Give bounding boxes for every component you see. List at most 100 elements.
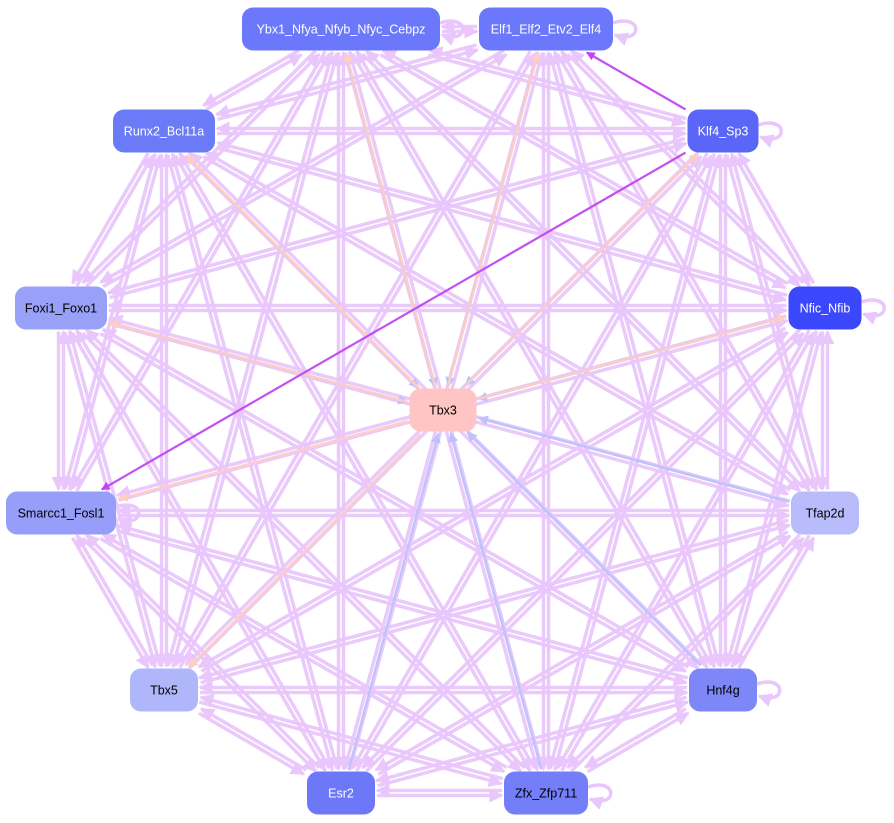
edge-f-k	[109, 139, 688, 300]
edge-k-n	[732, 154, 811, 287]
self-loop-z	[587, 783, 613, 810]
node-label: Foxi1_Foxo1	[25, 302, 97, 316]
node-r[interactable]: Runx2_Bcl11a	[113, 109, 215, 153]
node-label: Smarcc1_Fosl1	[18, 507, 105, 521]
edge-td-r	[204, 150, 792, 492]
edge-n-es	[361, 328, 802, 769]
node-h[interactable]: Hnf4g	[689, 668, 757, 712]
edge-r-n	[215, 145, 788, 304]
node-label: Tbx3	[429, 404, 457, 418]
node-t5[interactable]: Tbx5	[130, 668, 198, 712]
edge-h-n	[729, 330, 825, 668]
node-z[interactable]: Zfx_Zfp711	[504, 771, 588, 815]
node-n[interactable]: Nfic_Nfib	[788, 286, 862, 330]
node-label: Klf4_Sp3	[698, 125, 749, 139]
edge-es-s	[85, 533, 321, 769]
node-label: Esr2	[328, 787, 354, 801]
edge-y-r	[202, 48, 300, 107]
node-box	[242, 7, 440, 51]
node-s[interactable]: Smarcc1_Fosl1	[6, 491, 116, 535]
self-loop-s	[115, 503, 141, 530]
edge-t5-n	[200, 330, 789, 673]
self-loop-e	[612, 19, 638, 46]
node-box	[479, 7, 613, 51]
edge-e-r	[215, 43, 477, 118]
edge-td-z	[566, 533, 802, 769]
edge-n-k	[737, 152, 816, 285]
edge-n-t5	[197, 326, 787, 669]
edge-hub-f	[107, 319, 408, 404]
edge-h-td	[737, 536, 816, 669]
edge-h-s	[117, 522, 689, 680]
edge-r-e	[217, 46, 479, 121]
edge-y-h	[350, 52, 709, 669]
edge-t5-z	[198, 700, 503, 788]
edge-h-f	[101, 327, 690, 669]
edge-hub-r	[185, 154, 420, 389]
node-label: Runx2_Bcl11a	[124, 125, 204, 139]
node-td[interactable]: Tfap2d	[791, 491, 859, 535]
node-box	[504, 771, 588, 815]
edge-h-hub	[466, 431, 702, 667]
edge-td-es	[374, 530, 789, 772]
node-hub[interactable]: Tbx3	[409, 388, 477, 432]
edge-f-h	[99, 332, 687, 673]
edge-td-t5	[198, 518, 789, 682]
edge-es-t5	[200, 707, 308, 772]
node-k[interactable]: Klf4_Sp3	[687, 109, 759, 153]
edge-z-hub	[448, 432, 543, 770]
node-box	[307, 771, 375, 815]
node-box	[791, 491, 859, 535]
node-label: Tbx5	[150, 684, 178, 698]
edge-h-es	[374, 695, 687, 785]
edge-z-r	[178, 152, 537, 770]
edge-es-h	[377, 698, 690, 788]
edge-hub-y	[343, 51, 437, 388]
edge-k-f	[107, 136, 686, 297]
node-e[interactable]: Elf1_Elf2_Etv2_Elf4	[479, 7, 613, 51]
node-y[interactable]: Ybx1_Nfya_Nfyb_Nfyc_Cebpz	[242, 7, 440, 51]
edge-hub-t5	[187, 433, 422, 669]
edge-hub-s	[117, 419, 409, 502]
node-box	[687, 109, 759, 153]
edge-e-n	[566, 53, 801, 288]
edge-es-td	[377, 534, 792, 776]
edge-td-y	[365, 49, 805, 489]
self-loop-h	[756, 680, 782, 707]
edge-k-es	[350, 152, 709, 770]
node-label: Tfap2d	[806, 507, 845, 521]
edge-s-t5	[71, 536, 150, 669]
node-f[interactable]: Foxi1_Foxo1	[15, 286, 107, 330]
edge-es-n	[364, 332, 805, 773]
edge-h-e	[551, 50, 721, 667]
node-box	[113, 109, 215, 153]
node-label: Elf1_Elf2_Etv2_Elf4	[491, 23, 602, 37]
edge-y-k	[427, 53, 687, 127]
node-box	[6, 491, 116, 535]
edge-s-h	[116, 528, 688, 687]
node-box	[689, 668, 757, 712]
edge-z-h	[586, 711, 690, 774]
edge-strong-k-s	[100, 151, 687, 491]
edge-t5-td	[200, 521, 791, 685]
node-label: Ybx1_Nfya_Nfyb_Nfyc_Cebpz	[257, 23, 426, 37]
edge-n-e	[570, 49, 805, 284]
edge-td-h	[732, 534, 811, 667]
edge-r-f	[71, 152, 150, 285]
node-box	[130, 668, 198, 712]
edge-n-h	[723, 330, 819, 668]
edge-k-td	[725, 154, 820, 492]
edge-es-hub	[347, 432, 441, 771]
edge-hub-k	[464, 152, 700, 387]
edge-hub-n	[477, 314, 788, 401]
nodes-layer: Ybx1_Nfya_Nfyb_Nfyc_Cebpz Elf1_Elf2_Etv2_…	[6, 7, 862, 815]
edge-k-z	[546, 153, 716, 771]
edge-t5-es	[197, 711, 305, 776]
node-es[interactable]: Esr2	[307, 771, 375, 815]
node-label: Nfic_Nfib	[800, 302, 851, 316]
self-loop-k	[757, 121, 783, 148]
node-box	[788, 286, 862, 330]
edge-z-k	[553, 153, 723, 771]
edge-f-r	[75, 154, 154, 287]
node-label: Hnf4g	[706, 684, 739, 698]
